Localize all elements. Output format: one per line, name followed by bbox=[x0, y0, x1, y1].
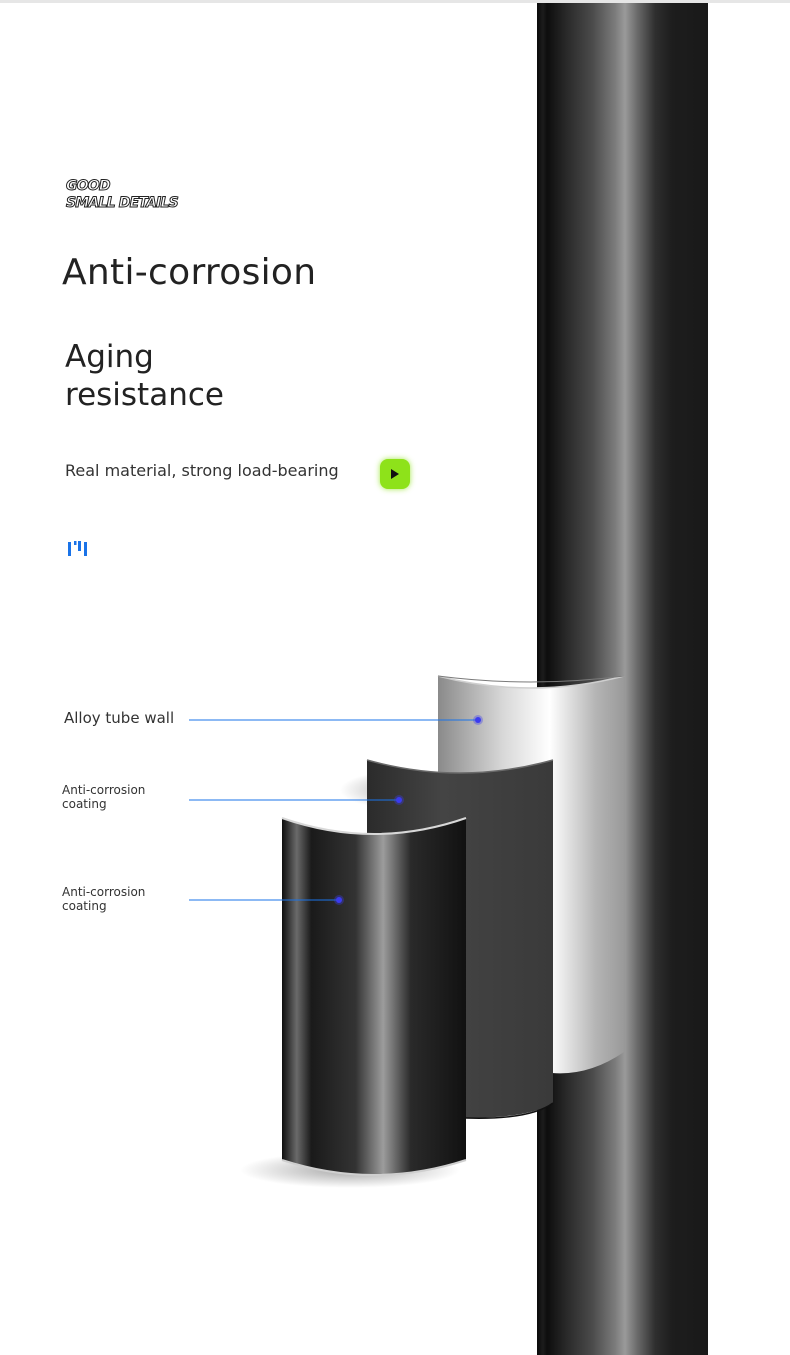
description-text: Real material, strong load-bearing bbox=[65, 461, 339, 480]
tagline-line-1: GOOD bbox=[66, 178, 112, 195]
subtitle-line-1: Aging bbox=[65, 339, 154, 375]
subtitle: Aging resistance bbox=[65, 338, 305, 414]
top-divider bbox=[0, 0, 790, 3]
callout-pointer-1 bbox=[189, 715, 483, 725]
callout-label-anti-corrosion-coating-2: Anti-corrosion coating bbox=[62, 885, 146, 913]
play-icon bbox=[391, 469, 399, 479]
subtitle-line-2: resistance bbox=[65, 377, 224, 413]
play-button[interactable] bbox=[380, 459, 410, 489]
outer-coating-layer bbox=[281, 817, 467, 1176]
callout-pointer-2 bbox=[189, 795, 404, 805]
brand-logo-icon bbox=[68, 541, 87, 556]
callout-label-anti-corrosion-coating-1: Anti-corrosion coating bbox=[62, 783, 146, 811]
callout-label-alloy-tube-wall: Alloy tube wall bbox=[64, 709, 175, 727]
callout-pointer-3 bbox=[189, 895, 344, 905]
page-title: Anti-corrosion bbox=[62, 252, 317, 293]
tagline-line-2: SMALL DETAILS bbox=[66, 195, 180, 212]
good-small-details-logo: GOOD SMALL DETAILS bbox=[66, 178, 180, 212]
